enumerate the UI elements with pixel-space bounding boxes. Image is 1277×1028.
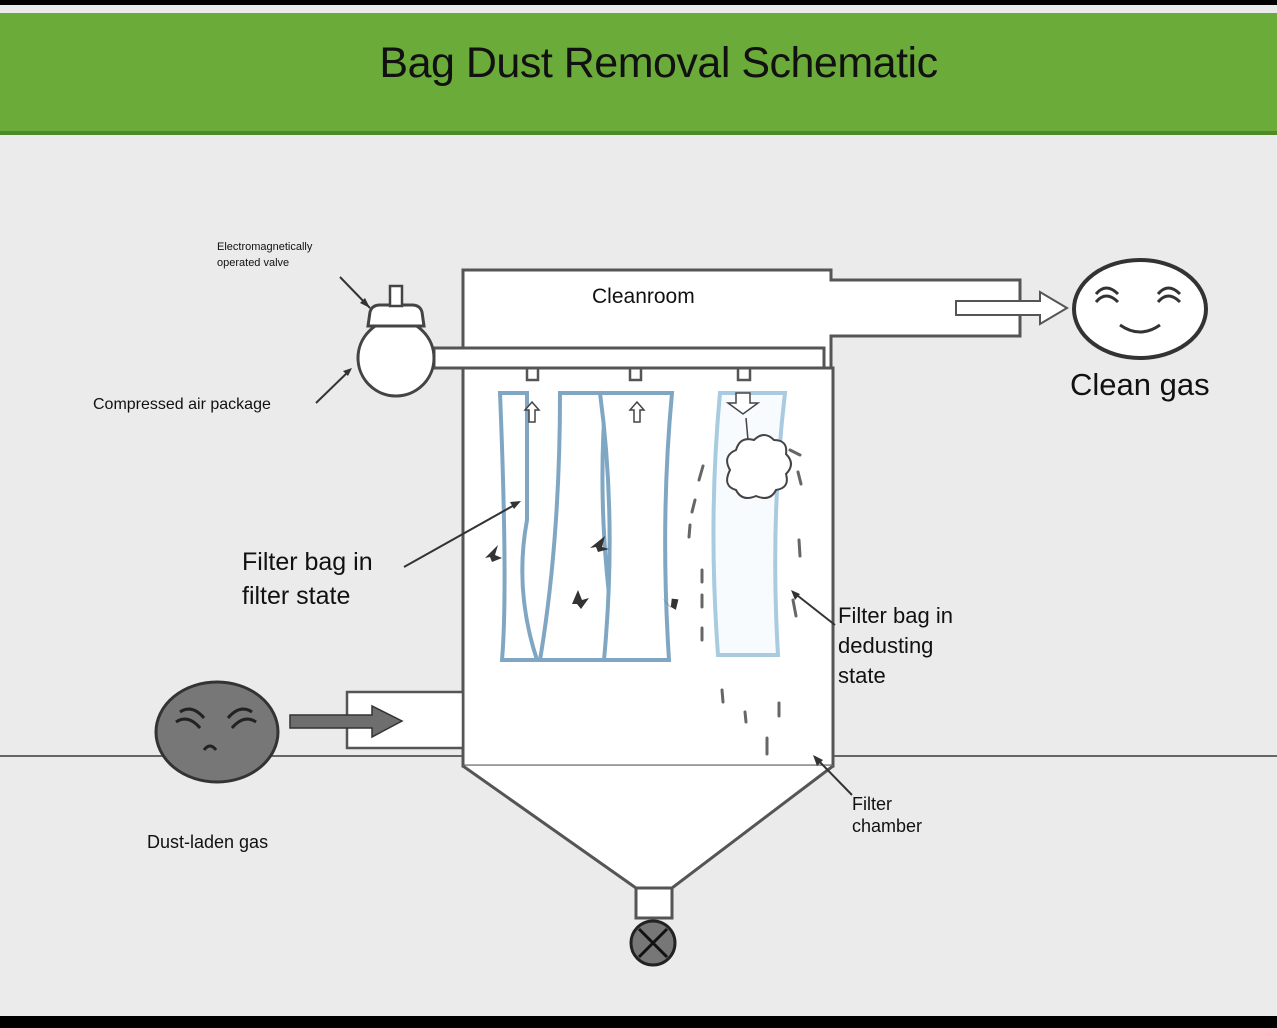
filter-chamber-pointer	[814, 756, 853, 796]
filter-bag-dedusting	[711, 391, 788, 657]
discharge-valve-icon	[629, 919, 677, 967]
title-banner: Bag Dust Removal Schematic	[0, 13, 1277, 135]
cleanroom-label: Cleanroom	[592, 285, 695, 308]
filter-chamber-label: Filter chamber	[852, 794, 923, 836]
dedusting-pointer	[792, 591, 836, 626]
valve-label: Electromagnetically operated valve	[217, 241, 313, 269]
clean-gas-label: Clean gas	[1070, 367, 1210, 402]
falling-dust	[687, 448, 803, 756]
schematic-sheet: Bag Dust Removal Schematic	[0, 5, 1277, 1016]
filter-state-label: Filter bag in filter state	[242, 548, 373, 610]
airflow-up-arrow	[628, 400, 646, 423]
compressed-air-pipe	[432, 346, 826, 370]
filter-state-pointer	[403, 502, 519, 568]
solenoid-valve-icon	[366, 303, 426, 328]
air-package-pointer	[315, 369, 351, 404]
page-title: Bag Dust Removal Schematic	[379, 39, 938, 87]
sad-face-icon	[154, 680, 280, 784]
happy-face-icon	[1072, 258, 1208, 360]
outlet-arrow	[955, 290, 1069, 326]
inlet-arrow	[289, 704, 404, 739]
filter-bag-3	[597, 391, 675, 662]
pulse-down-arrow	[725, 392, 761, 415]
compressed-air-label: Compressed air package	[93, 396, 271, 413]
schematic-diagram	[0, 258, 1277, 967]
dust-laden-gas-label: Dust-laden gas	[147, 832, 269, 852]
compressed-air-tank-icon	[356, 318, 436, 398]
airflow-up-arrow	[523, 400, 541, 423]
dust-flow-arrows	[485, 536, 679, 610]
dedusting-state-label: Filter bag in dedusting state	[838, 603, 953, 683]
filter-bag-1	[497, 391, 540, 662]
dust-puff-icon	[726, 434, 792, 499]
